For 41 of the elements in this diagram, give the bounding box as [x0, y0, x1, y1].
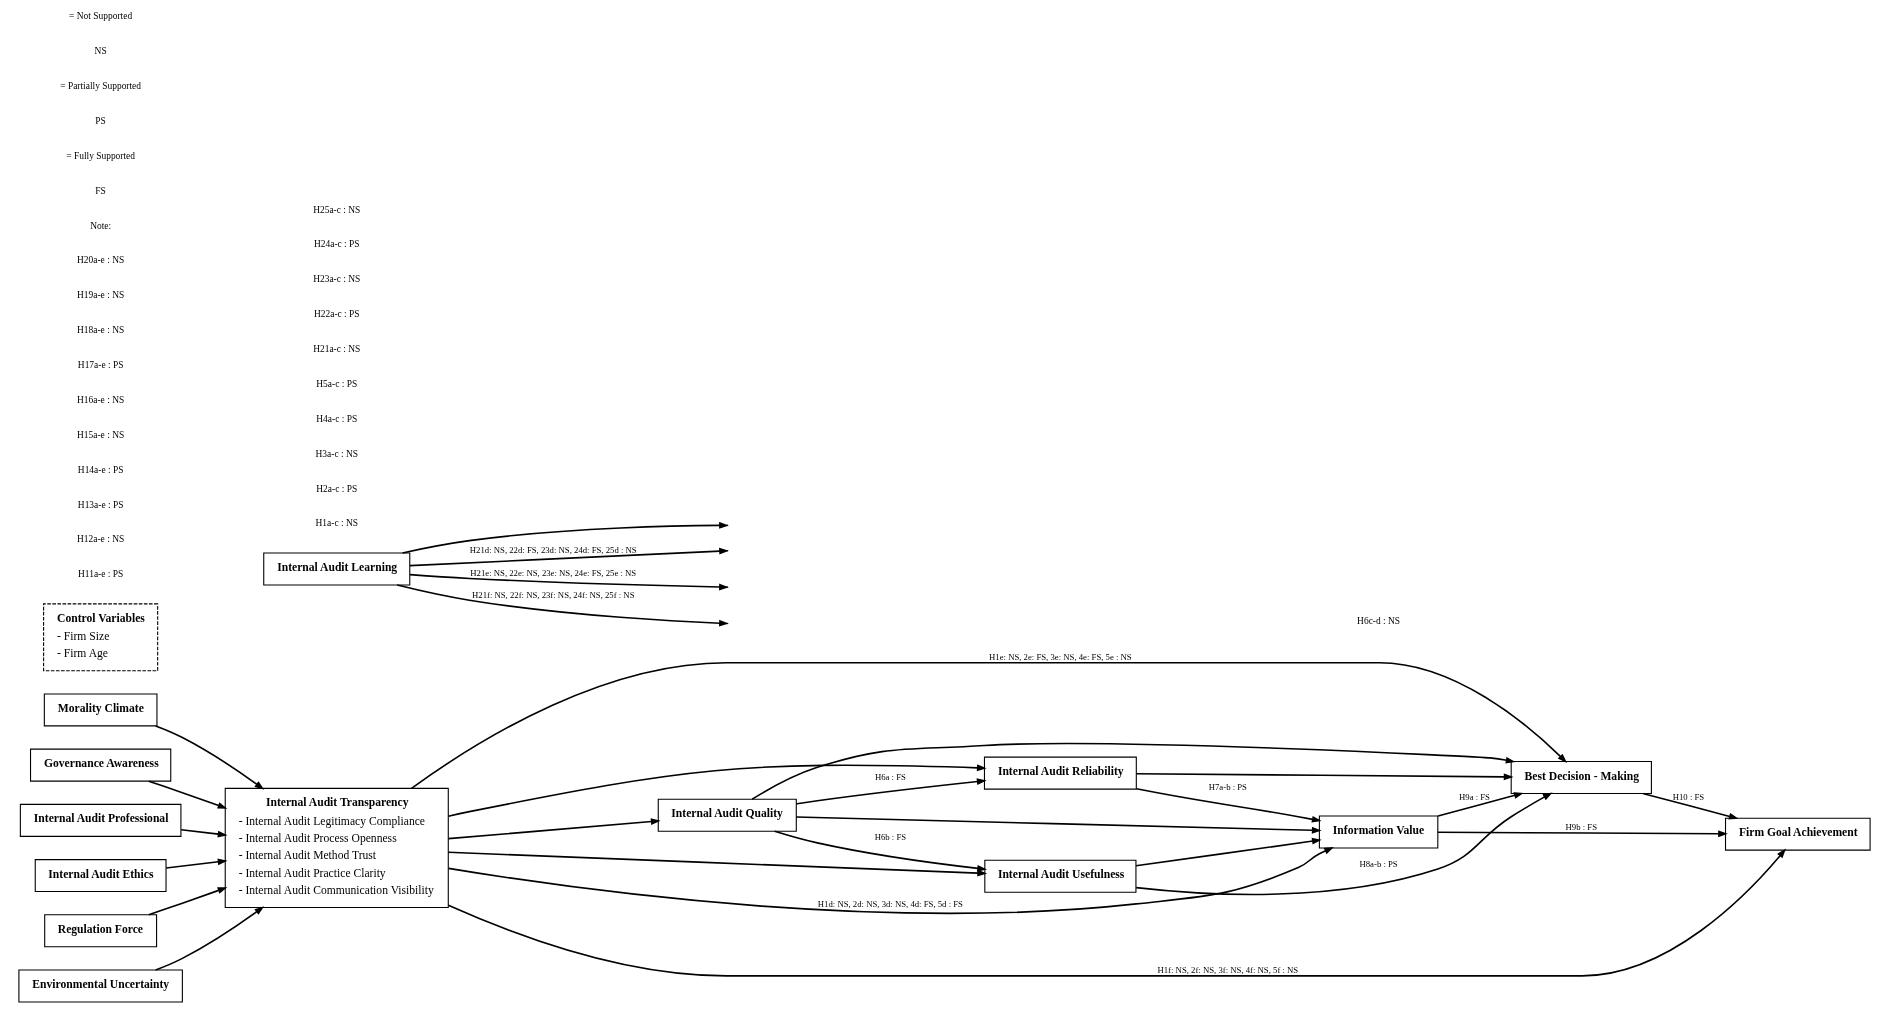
label: H1a-c : NS	[315, 518, 358, 529]
edge-label: H9b : FS	[1565, 821, 1597, 832]
label: FS	[94, 185, 106, 196]
edge-label: H1f: NS, 2f: NS, 3f: NS, 4f: NS, 5f : NS	[1156, 965, 1298, 976]
edge-label: H8a-b : PS	[1359, 858, 1398, 869]
label: H21a-c : NS	[312, 344, 360, 355]
edge-label: H6b : FS	[874, 832, 906, 843]
label: H17a-e : PS	[77, 360, 123, 371]
label: H15a-e : NS	[76, 429, 124, 440]
label: H11a-e : PS	[77, 569, 123, 580]
label: H25a-c : NS	[312, 204, 360, 215]
label: H14a-e : PS	[77, 464, 123, 475]
edge-label: H1d: NS, 2d: NS, 3d: NS, 4d: FS, 5d : FS	[817, 899, 963, 910]
label: = Fully Supported	[65, 150, 135, 161]
label: H4a-c : PS	[315, 413, 357, 424]
label: Note:	[89, 220, 111, 231]
label: PS	[94, 115, 106, 126]
label: H5a-c : PS	[315, 378, 357, 389]
edge-label: H10 : FS	[1672, 791, 1704, 802]
edge-label: H21f: NS, 22f: NS, 23f: NS, 24f: NS, 25f : NS	[471, 589, 635, 600]
label: H18a-e : NS	[76, 325, 124, 336]
label: NS	[94, 46, 107, 57]
edge-label: H9a : FS	[1458, 792, 1490, 803]
edge-label: H7a-b : PS	[1208, 782, 1247, 793]
edge-label: H21d: NS, 22d: FS, 23d: NS, 24d: FS, 25d : NS	[469, 545, 637, 556]
label: = Partially Supported	[59, 81, 141, 92]
label: H6c-d : NS	[1356, 615, 1400, 626]
label: H20a-e : NS	[76, 255, 124, 266]
edge-label: H21e: NS, 22e: NS, 23e: NS, 24e: FS, 25e : NS	[469, 567, 636, 578]
label: H16a-e : NS	[76, 394, 124, 405]
edge-label: H6a : FS	[874, 772, 906, 783]
label: H19a-e : NS	[76, 290, 124, 301]
label: H22a-c : PS	[313, 309, 360, 320]
label: = Not Supported	[68, 11, 132, 22]
label: H24a-c : PS	[313, 239, 360, 250]
label: H2a-c : PS	[315, 483, 357, 494]
label: H12a-e : NS	[76, 534, 124, 545]
label: H13a-e : PS	[77, 499, 123, 510]
edge-label: H1e: NS, 2e: FS, 3e: NS, 4e: FS, 5e : NS	[988, 652, 1132, 663]
label: H3a-c : NS	[315, 448, 358, 459]
label: H23a-c : NS	[312, 274, 360, 285]
